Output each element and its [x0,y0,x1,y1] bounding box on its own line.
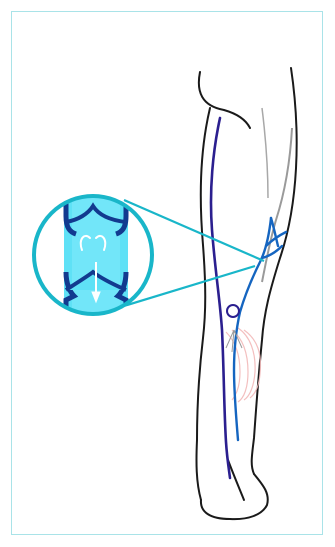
deep-vein [211,118,230,478]
foot-outline [201,474,268,519]
valve-inset [34,190,152,320]
calf-muscle-tint [226,328,260,402]
valve-marker [227,305,239,317]
secondary-vessel-branch [262,108,268,198]
leg-front-contour [252,68,297,474]
heel-contour [228,460,244,500]
leg-back-contour [196,108,210,500]
